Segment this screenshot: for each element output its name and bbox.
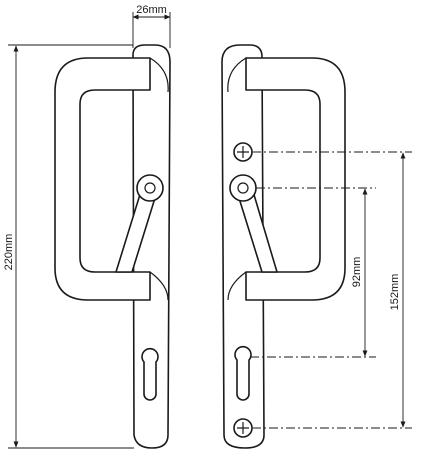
dimension-spindle-keyhole-label: 92mm [351, 257, 363, 288]
left-handle [54, 44, 171, 449]
dimension-width: 26mm [132, 4, 171, 48]
dimension-width-label: 26mm [136, 4, 167, 16]
left-keyhole [141, 347, 159, 401]
dimension-fixing-centres: 152mm [389, 152, 406, 428]
right-spindle-hole [237, 182, 249, 194]
right-bottom-screw-cross [237, 422, 249, 434]
dimension-spindle-keyhole: 92mm [351, 188, 368, 357]
left-grip-cap [149, 57, 169, 301]
left-backplate [132, 44, 171, 449]
dimension-fixing-centres-label: 152mm [389, 274, 401, 311]
dimension-total-height-label: 220mm [3, 234, 15, 271]
dimension-total-height: 220mm [3, 44, 134, 449]
left-spindle-boss [136, 174, 164, 202]
right-keyhole [234, 345, 252, 401]
right-grip-cap [227, 57, 247, 301]
right-spindle-boss [229, 174, 257, 202]
right-handle [221, 44, 346, 449]
left-spindle-hole [144, 182, 156, 194]
right-top-screw-cross [237, 146, 249, 158]
